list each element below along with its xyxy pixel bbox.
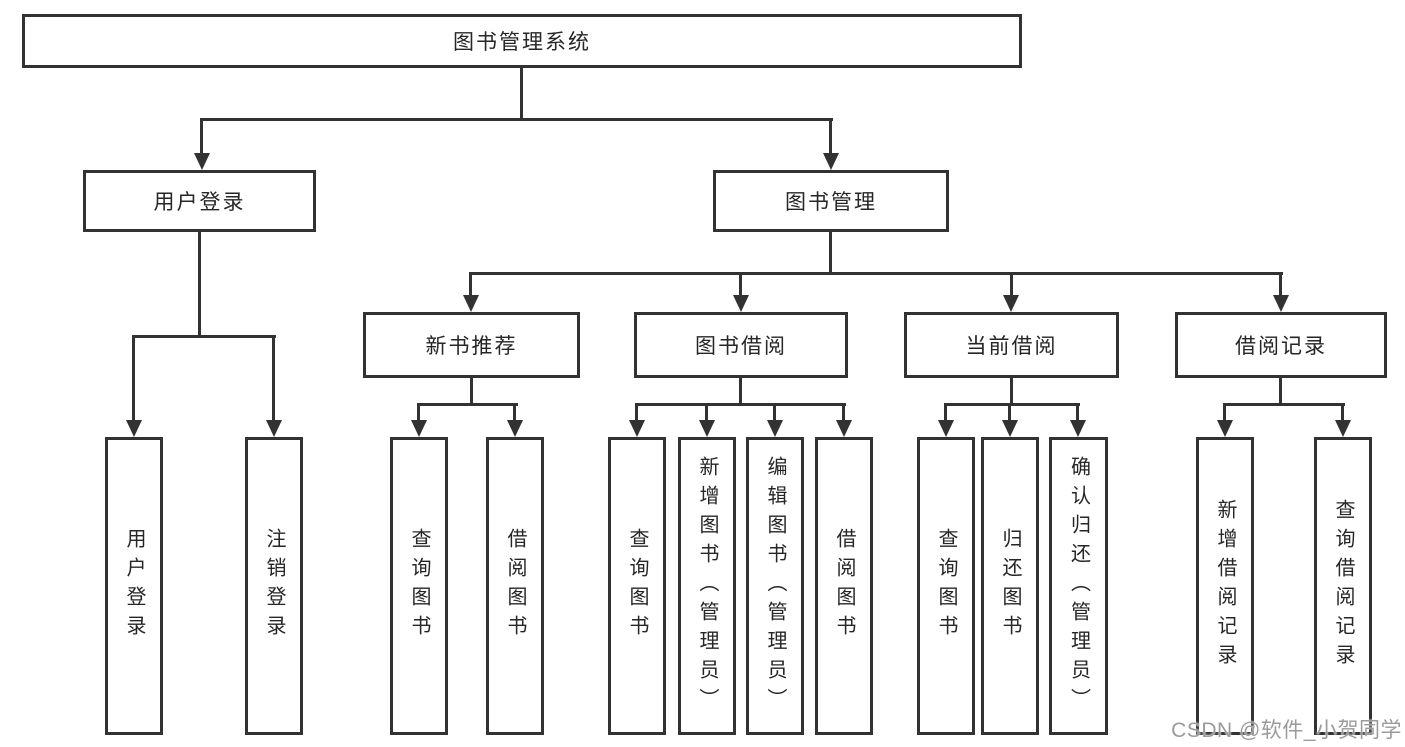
arrowhead-down-icon [1273,295,1289,312]
connector-line [1010,272,1013,297]
arrowhead-down-icon [1003,295,1019,312]
leaf-current-query-books-label: 查询图书 [935,528,957,644]
leaf-query-borrow-record: 查询借阅记录 [1314,437,1372,735]
connector-line [739,377,742,406]
arrowhead-down-icon [266,420,282,437]
connector-line [1223,403,1226,423]
leaf-current-query-books: 查询图书 [917,437,975,735]
arrowhead-down-icon [411,420,427,437]
node-user-login: 用户登录 [83,170,316,232]
connector-line [773,403,776,423]
connector-line [635,403,846,406]
arrowhead-down-icon [126,420,142,437]
arrowhead-down-icon [507,420,523,437]
leaf-return-books: 归还图书 [981,437,1039,735]
connector-line [944,403,947,423]
connector-line [513,403,516,423]
connector-line [1076,403,1079,423]
leaf-edit-books-admin-label: 编辑图书（管理员） [764,455,786,717]
connector-line [470,272,1283,275]
leaf-add-books-admin-label: 新增图书（管理员） [696,455,718,717]
leaf-recommend-query-books-label: 查询图书 [408,528,430,644]
leaf-user-login: 用户登录 [105,437,163,735]
connector-line [1223,403,1345,406]
leaf-borrow-query-books-label: 查询图书 [626,528,648,644]
arrowhead-down-icon [699,420,715,437]
leaf-return-books-label: 归还图书 [999,528,1021,644]
connector-line [1279,377,1282,406]
connector-line [829,118,832,155]
leaf-add-borrow-record: 新增借阅记录 [1196,437,1254,735]
connector-line [829,231,832,275]
leaf-edit-books-admin: 编辑图书（管理员） [746,437,804,735]
leaf-borrow-query-books: 查询图书 [608,437,666,735]
arrowhead-down-icon [1217,420,1233,437]
connector-line [272,335,275,422]
leaf-recommend-query-books: 查询图书 [390,437,448,735]
leaf-borrow-books: 借阅图书 [815,437,873,735]
leaf-add-books-admin: 新增图书（管理员） [678,437,736,735]
arrowhead-down-icon [1070,420,1086,437]
leaf-logout-label: 注销登录 [263,528,285,644]
leaf-query-borrow-record-label: 查询借阅记录 [1332,499,1354,673]
leaf-recommend-borrow-books: 借阅图书 [486,437,544,735]
arrowhead-down-icon [767,420,783,437]
connector-line [417,403,420,423]
arrowhead-down-icon [938,420,954,437]
leaf-add-borrow-record-label: 新增借阅记录 [1214,499,1236,673]
node-book-management: 图书管理 [713,170,949,232]
node-current-borrow: 当前借阅 [904,312,1119,378]
node-new-book-recommend: 新书推荐 [363,312,580,378]
connector-line [470,377,473,406]
connector-line [132,335,276,338]
leaf-borrow-books-label: 借阅图书 [833,528,855,644]
node-book-borrow: 图书借阅 [634,312,848,378]
leaf-confirm-return-admin-label: 确认归还（管理员） [1067,455,1090,717]
arrowhead-down-icon [836,420,852,437]
arrowhead-down-icon [1002,420,1018,437]
connector-line [520,66,523,120]
connector-line [635,403,638,423]
connector-line [705,403,708,423]
arrowhead-down-icon [733,295,749,312]
arrowhead-down-icon [194,153,210,170]
node-borrow-records: 借阅记录 [1175,312,1387,378]
connector-line [200,118,203,155]
node-root: 图书管理系统 [22,14,1022,68]
connector-line [1008,403,1011,423]
connector-line [944,403,1080,406]
connector-line [1010,377,1013,406]
arrowhead-down-icon [1335,420,1351,437]
connector-line [1341,403,1344,423]
connector-line [842,403,845,423]
leaf-user-login-label: 用户登录 [123,528,145,644]
arrowhead-down-icon [463,295,479,312]
watermark: CSDN @软件_小贺同学 [1171,719,1402,742]
arrowhead-down-icon [823,153,839,170]
connector-line [417,403,518,406]
connector-line [739,272,742,297]
connector-line [132,335,135,422]
leaf-recommend-borrow-books-label: 借阅图书 [504,528,526,644]
connector-line [1279,272,1282,297]
arrowhead-down-icon [629,420,645,437]
connector-line [469,272,472,297]
connector-line [200,118,833,121]
connector-line [198,231,201,338]
leaf-confirm-return-admin: 确认归还（管理员） [1049,437,1108,735]
leaf-logout: 注销登录 [245,437,303,735]
